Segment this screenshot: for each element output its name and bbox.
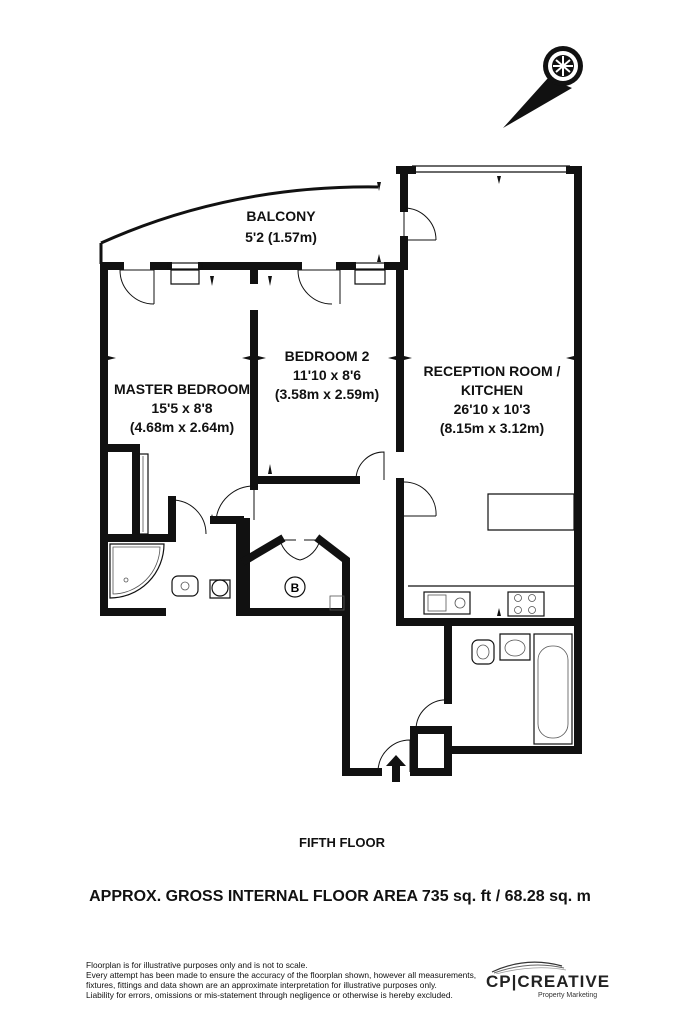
disclaimer-line: fixtures, fittings and data shown are an… — [86, 980, 437, 990]
internal-walls — [100, 262, 582, 776]
outer-walls — [99, 165, 582, 776]
disclaimer: Floorplan is for illustrative purposes o… — [86, 960, 486, 1000]
svg-text:(4.68m x 2.64m): (4.68m x 2.64m) — [130, 419, 234, 435]
svg-text:5'2 (1.57m): 5'2 (1.57m) — [245, 229, 317, 245]
svg-text:26'10 x 10'3: 26'10 x 10'3 — [454, 401, 531, 417]
ensuite-fixtures — [109, 543, 231, 599]
svg-text:11'10 x 8'6: 11'10 x 8'6 — [293, 367, 361, 383]
logo-name: CP|CREATIVE — [486, 972, 611, 991]
logo-swoosh-icon — [491, 961, 567, 974]
master-bedroom-label: MASTER BEDROOM 15'5 x 8'8 (4.68m x 2.64m… — [114, 381, 250, 435]
floor-label: FIFTH FLOOR — [299, 835, 386, 850]
wardrobe — [137, 453, 149, 535]
svg-text:MASTER BEDROOM: MASTER BEDROOM — [114, 381, 250, 397]
svg-text:15'5 x 8'8: 15'5 x 8'8 — [151, 400, 212, 416]
boiler-symbol: B — [291, 581, 300, 595]
kitchen-fixtures — [408, 493, 575, 617]
disclaimer-line: Floorplan is for illustrative purposes o… — [86, 960, 308, 970]
area-label: APPROX. GROSS INTERNAL FLOOR AREA 735 sq… — [89, 888, 591, 905]
company-logo: CP|CREATIVE Property Marketing — [486, 958, 609, 1004]
dimension-arrows — [108, 176, 574, 616]
compass-icon — [503, 46, 583, 128]
disclaimer-line: Liability for errors, omissions or mis-s… — [86, 990, 453, 1000]
bathroom-fixtures — [471, 633, 573, 745]
svg-text:KITCHEN: KITCHEN — [461, 382, 523, 398]
svg-text:(8.15m x 3.12m): (8.15m x 3.12m) — [440, 420, 544, 436]
svg-text:RECEPTION ROOM /: RECEPTION ROOM / — [424, 363, 561, 379]
svg-text:BEDROOM 2: BEDROOM 2 — [285, 348, 370, 364]
svg-text:(3.58m x 2.59m): (3.58m x 2.59m) — [275, 386, 379, 402]
boiler-cupboard: B — [284, 576, 345, 611]
windows — [167, 262, 389, 285]
doors — [119, 207, 449, 773]
reception-label: RECEPTION ROOM / KITCHEN 26'10 x 10'3 (8… — [424, 363, 561, 436]
entrance-arrow-icon — [386, 755, 406, 782]
svg-text:BALCONY: BALCONY — [246, 208, 316, 224]
logo-tagline: Property Marketing — [538, 992, 598, 999]
balcony-label: BALCONY 5'2 (1.57m) — [245, 208, 317, 245]
bedroom-2-label: BEDROOM 2 11'10 x 8'6 (3.58m x 2.59m) — [275, 348, 379, 402]
disclaimer-line: Every attempt has been made to ensure th… — [86, 970, 477, 980]
